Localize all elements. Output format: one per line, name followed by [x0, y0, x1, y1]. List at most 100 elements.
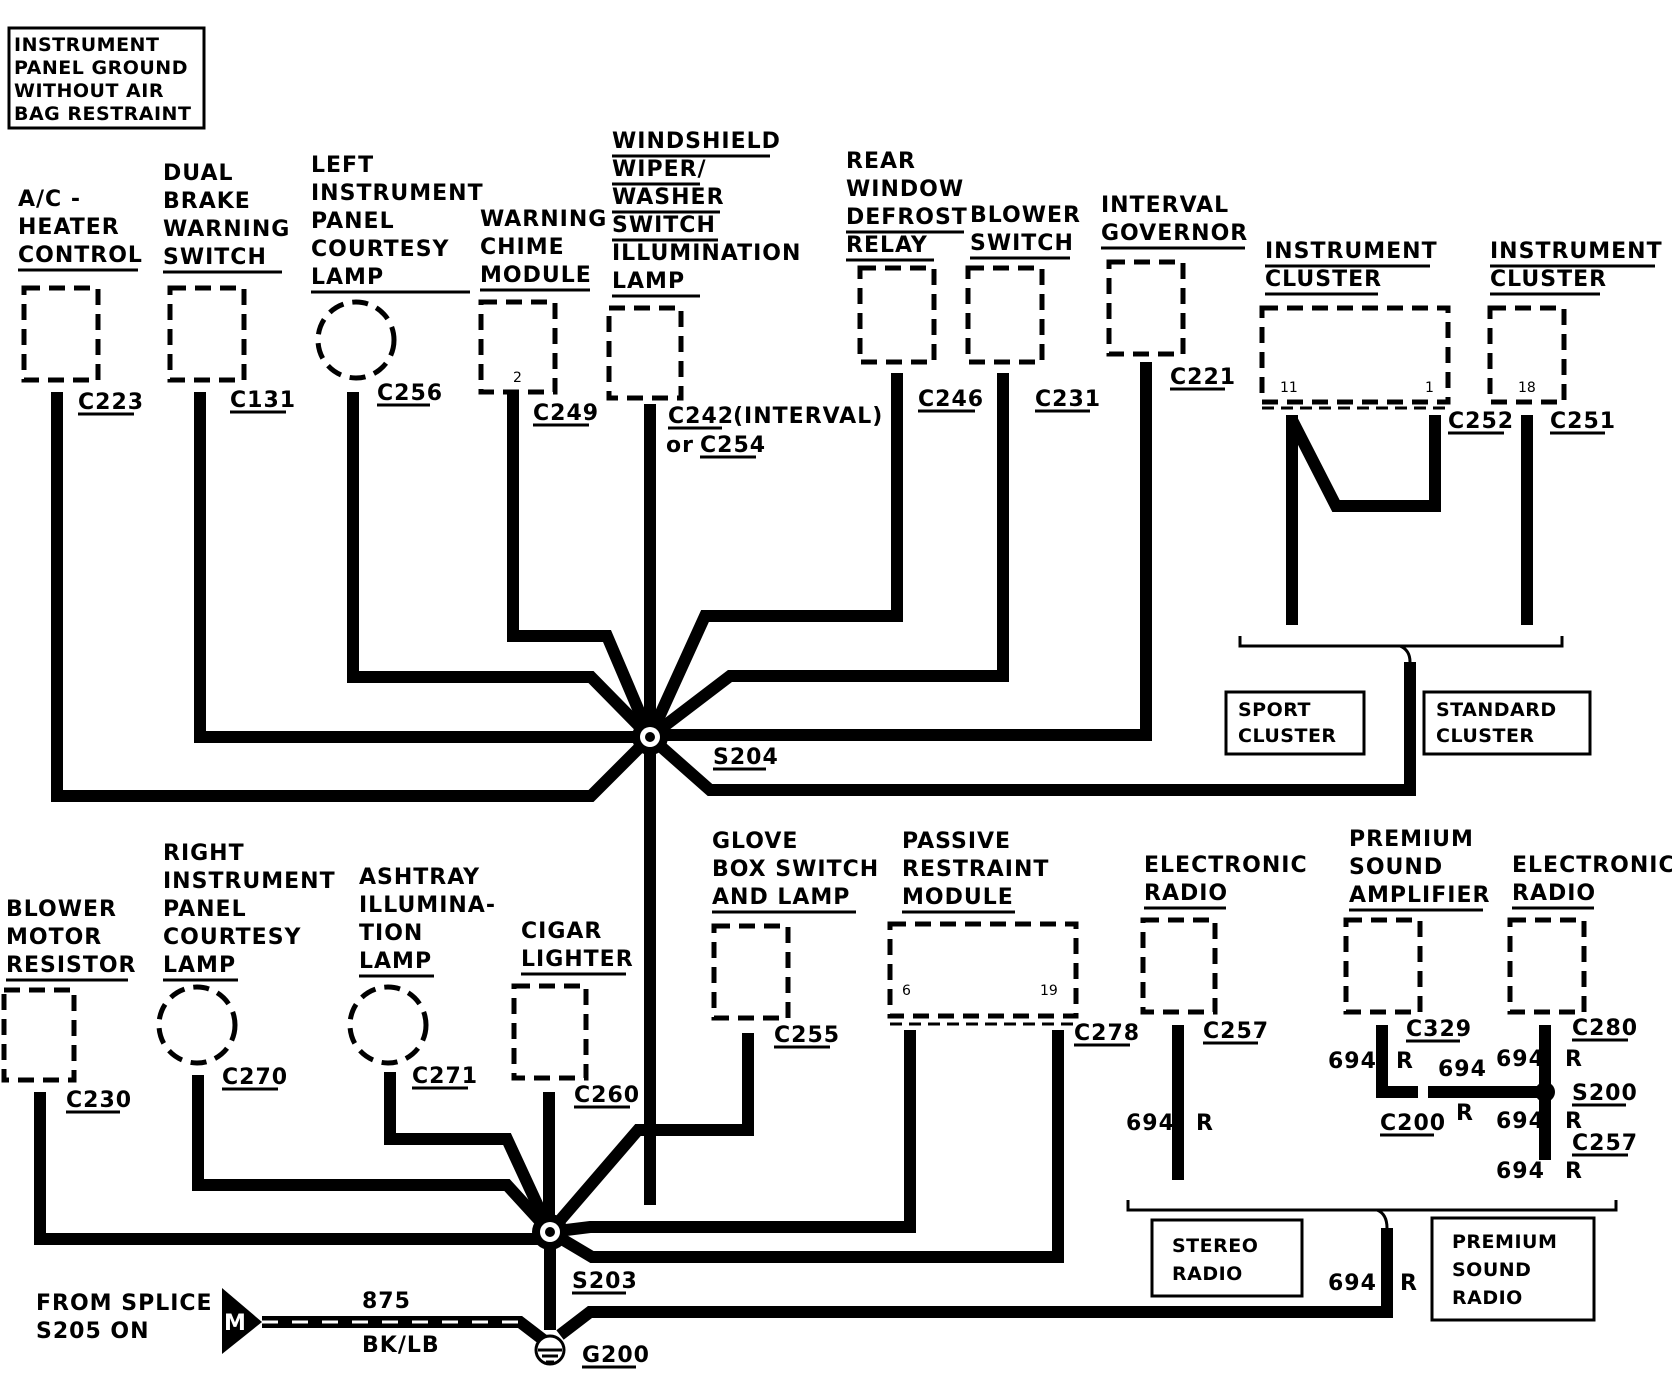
feed-circuit: 875	[362, 1289, 411, 1314]
premium-sound-radio-line-3: RADIO	[1452, 1287, 1523, 1309]
svg-text:CIGAR: CIGAR	[521, 919, 602, 944]
premium-sound-radio-line-1: PREMIUM	[1452, 1231, 1557, 1253]
connector-m-letter: M	[224, 1311, 246, 1336]
left-ip-courtesy-lamp: LEFT INSTRUMENT PANEL COURTESY LAMP C256	[311, 153, 483, 407]
title-box: INSTRUMENT PANEL GROUND WITHOUT AIR BAG …	[7, 26, 206, 130]
title-line-1: INSTRUMENT	[14, 34, 159, 56]
svg-text:REAR: REAR	[846, 149, 916, 174]
svg-text:INTERVAL: INTERVAL	[1101, 193, 1229, 218]
svg-text:COURTESY: COURTESY	[163, 925, 302, 950]
splice-s200-label: S200	[1572, 1081, 1638, 1106]
connector-c251: C251	[1550, 409, 1616, 434]
svg-text:DUAL: DUAL	[163, 161, 234, 186]
connector-c256: C256	[377, 381, 443, 406]
connector-c252: C252	[1448, 409, 1514, 434]
svg-text:BLOWER: BLOWER	[6, 897, 117, 922]
svg-text:SWITCH: SWITCH	[163, 245, 267, 270]
svg-text:LAMP: LAMP	[359, 949, 432, 974]
passive-restraint-module: PASSIVE RESTRAINT MODULE 6 19 C278	[887, 829, 1140, 1047]
svg-text:WASHER: WASHER	[612, 185, 725, 210]
svg-text:R: R	[1456, 1101, 1474, 1126]
connector-c230: C230	[66, 1088, 132, 1113]
svg-text:PANEL: PANEL	[163, 897, 247, 922]
warning-chime-module: WARNING CHIME MODULE 2 C249	[478, 207, 607, 427]
premium-sound-radio-line-2: SOUND	[1452, 1259, 1531, 1281]
lower-wiring	[34, 1025, 1551, 1340]
instrument-cluster-standard: INSTRUMENT CLUSTER 18 C251	[1487, 239, 1662, 435]
svg-text:HEATER: HEATER	[18, 215, 120, 240]
splice-s203	[532, 1214, 568, 1250]
svg-text:A/C -: A/C -	[18, 187, 81, 212]
premium-sound-amplifier: PREMIUM SOUND AMPLIFIER C329 694 R	[1328, 827, 1490, 1074]
svg-text:WARNING: WARNING	[163, 217, 290, 242]
rear-window-defrost-relay: REAR WINDOW DEFROST RELAY C246	[846, 149, 983, 413]
svg-text:MODULE: MODULE	[902, 885, 1014, 910]
connector-c278: C278	[1074, 1021, 1140, 1046]
pin-1: 1	[1425, 380, 1434, 396]
or-text: or	[666, 433, 694, 458]
connector-c260: C260	[574, 1083, 640, 1108]
svg-text:R: R	[1396, 1049, 1414, 1074]
feed-text-line-2: S205 ON	[36, 1319, 150, 1344]
svg-text:WIPER/: WIPER/	[612, 157, 707, 182]
svg-text:694: 694	[1496, 1109, 1545, 1134]
svg-text:BRAKE: BRAKE	[163, 189, 251, 214]
svg-text:PANEL: PANEL	[311, 209, 395, 234]
svg-text:TION: TION	[359, 921, 423, 946]
radio-variant-bracket: STEREO RADIO PREMIUM SOUND RADIO 694 R	[1126, 1200, 1618, 1322]
stereo-radio-line-2: RADIO	[1172, 1263, 1243, 1285]
connector-c280: C280	[1572, 1016, 1638, 1041]
svg-text:SWITCH: SWITCH	[970, 231, 1074, 256]
connector-c200: C200	[1380, 1111, 1446, 1136]
svg-text:RIGHT: RIGHT	[163, 841, 245, 866]
connector-c271: C271	[412, 1064, 478, 1089]
splice-s203-label: S203	[572, 1269, 638, 1294]
svg-text:COURTESY: COURTESY	[311, 237, 450, 262]
svg-text:SOUND: SOUND	[1349, 855, 1443, 880]
svg-text:AMPLIFIER: AMPLIFIER	[1349, 883, 1490, 908]
dual-brake-warning-switch: DUAL BRAKE WARNING SWITCH C131	[163, 161, 296, 414]
connector-c329: C329	[1406, 1017, 1472, 1042]
svg-text:AND LAMP: AND LAMP	[712, 885, 850, 910]
splice-s200	[1535, 1082, 1555, 1102]
svg-text:WARNING: WARNING	[480, 207, 607, 232]
svg-text:R: R	[1400, 1271, 1418, 1296]
svg-text:LAMP: LAMP	[612, 269, 685, 294]
svg-text:MODULE: MODULE	[480, 263, 592, 288]
svg-text:R: R	[1565, 1047, 1583, 1072]
feed-wire-color: BK/LB	[362, 1333, 440, 1358]
feed-wire: M	[222, 1288, 554, 1354]
connector-c131: C131	[230, 388, 296, 413]
interval-governor: INTERVAL GOVERNOR C221	[1101, 193, 1248, 391]
svg-text:CLUSTER: CLUSTER	[1265, 267, 1382, 292]
connector-c254: C254	[700, 433, 766, 458]
connector-c270: C270	[222, 1065, 288, 1090]
svg-text:ILLUMINATION: ILLUMINATION	[612, 241, 801, 266]
right-ip-courtesy-lamp: RIGHT INSTRUMENT PANEL COURTESY LAMP C27…	[156, 841, 335, 1091]
ground-g200-label: G200	[582, 1343, 650, 1368]
svg-text:WINDSHIELD: WINDSHIELD	[612, 129, 781, 154]
ashtray-illumination-lamp: ASHTRAY ILLUMINA- TION LAMP C271	[347, 865, 495, 1090]
pin-6: 6	[902, 983, 911, 999]
premium-sound-wiring-labels: 694 R C200 S200 694 R C257 694 R	[1380, 1057, 1638, 1184]
connector-m-icon	[222, 1288, 262, 1354]
sport-cluster-line-1: SPORT	[1238, 699, 1311, 721]
svg-text:RADIO: RADIO	[1512, 881, 1596, 906]
pin-18: 18	[1518, 380, 1536, 396]
svg-text:PASSIVE: PASSIVE	[902, 829, 1011, 854]
svg-text:RESTRAINT: RESTRAINT	[902, 857, 1049, 882]
ac-heater-control: A/C - HEATER CONTROL C223	[18, 187, 143, 416]
svg-text:RADIO: RADIO	[1144, 881, 1228, 906]
svg-text:GOVERNOR: GOVERNOR	[1101, 221, 1248, 246]
svg-text:DEFROST: DEFROST	[846, 205, 968, 230]
connector-c257-stereo: C257	[1203, 1019, 1269, 1044]
splice-s204	[632, 719, 668, 755]
svg-text:694: 694	[1328, 1271, 1377, 1296]
blower-motor-resistor: BLOWER MOTOR RESISTOR C230	[1, 897, 136, 1114]
svg-text:LAMP: LAMP	[163, 953, 236, 978]
pin-2: 2	[513, 370, 522, 386]
standard-cluster-line-1: STANDARD	[1436, 699, 1557, 721]
instrument-cluster-sport: INSTRUMENT CLUSTER 11 1 C252	[1259, 239, 1514, 435]
svg-text:PREMIUM: PREMIUM	[1349, 827, 1474, 852]
